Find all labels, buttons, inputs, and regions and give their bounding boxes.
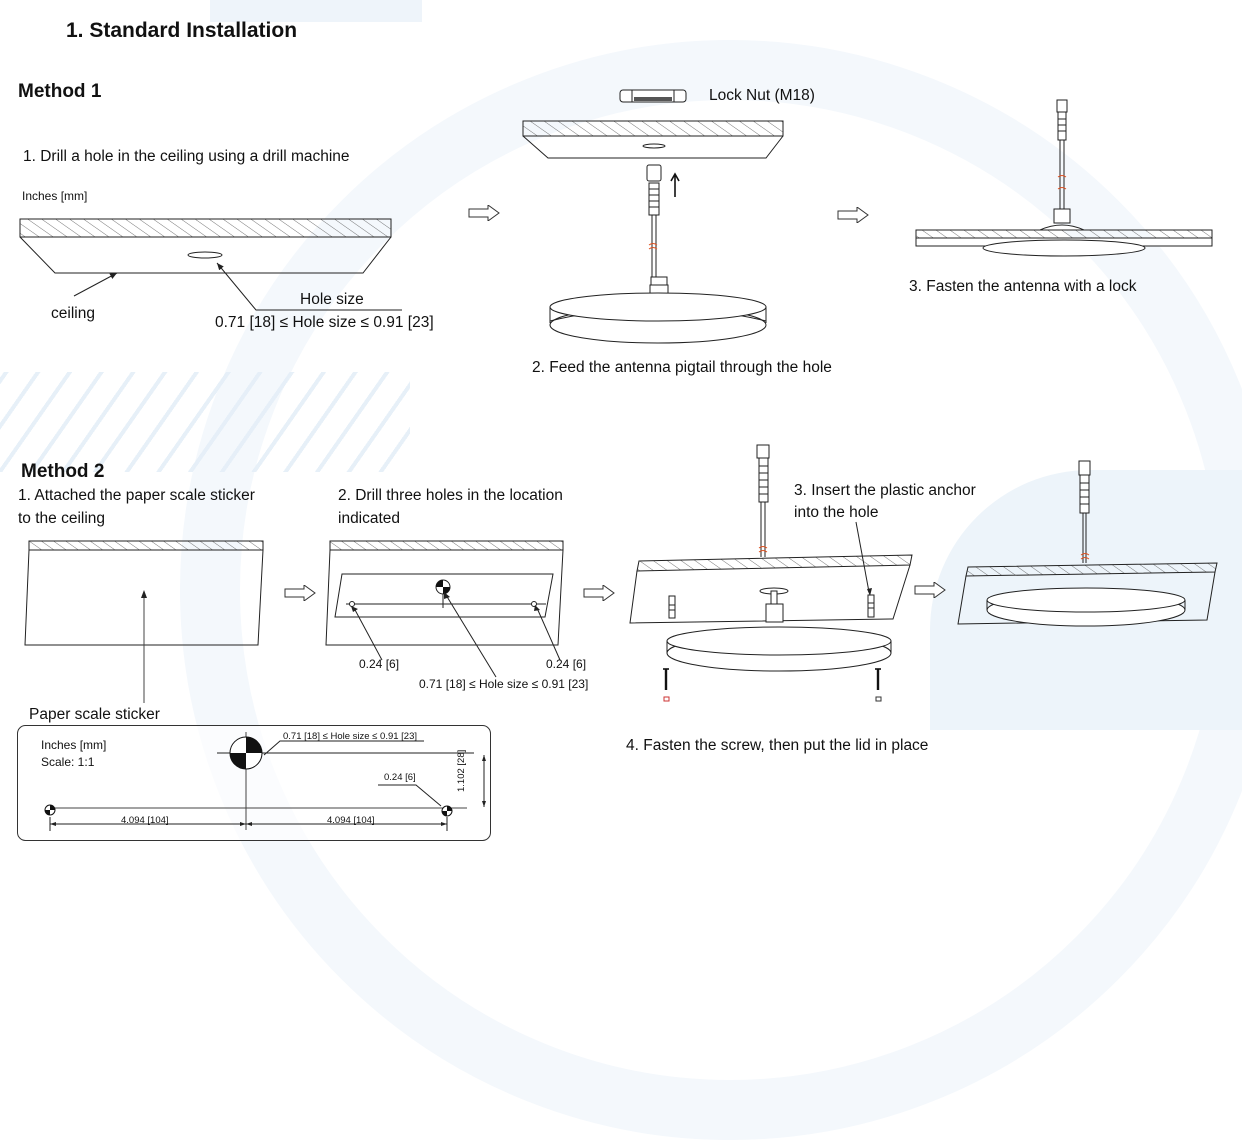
sticker-left-spacing: 4.094 [104]	[121, 815, 169, 826]
method2-step3-line1: 3. Insert the plastic anchor	[794, 482, 976, 499]
right-hole-size: 0.24 [6]	[546, 657, 587, 671]
push-up-arrow-icon	[671, 174, 679, 197]
left-hole-size: 0.24 [6]	[359, 657, 400, 671]
ceiling-hatch	[20, 219, 391, 237]
plastic-anchor-icon	[669, 596, 675, 618]
method2-step1-line2: to the ceiling	[18, 510, 106, 527]
antenna-disc	[550, 293, 766, 321]
left-hole-target-icon	[45, 805, 55, 815]
background-band-top	[210, 0, 422, 22]
lock-nut-icon	[620, 90, 686, 102]
insert-anchor-diagram	[620, 440, 920, 710]
left-hole-marker-icon	[350, 602, 355, 607]
cable-break-icon	[649, 244, 657, 250]
plastic-anchor-icon	[868, 595, 874, 617]
method2-step1-line1: 1. Attached the paper scale sticker	[18, 487, 255, 504]
method1-step2-text: 2. Feed the antenna pigtail through the …	[532, 359, 832, 376]
method1-step1-text: 1. Drill a hole in the ceiling using a d…	[23, 148, 350, 165]
center-hole-marker-icon	[436, 580, 450, 594]
page-title: 1. Standard Installation	[66, 19, 298, 42]
flow-arrow-icon	[837, 207, 869, 223]
center-hole-size: 0.71 [18] ≤ Hole size ≤ 0.91 [23]	[419, 677, 589, 691]
antenna-connector-icon	[647, 165, 661, 277]
screw-icon	[875, 669, 881, 701]
sticker-side-hole-size: 0.24 [6]	[384, 772, 416, 783]
method2-step4-text: 4. Fasten the screw, then put the lid in…	[626, 737, 929, 754]
right-hole-target-icon	[442, 806, 452, 816]
sticker-right-spacing: 4.094 [104]	[327, 815, 375, 826]
background-stripes	[0, 372, 410, 472]
method2-step2-line2: indicated	[338, 510, 401, 527]
hole-leader	[217, 263, 402, 310]
hole-size-range: 0.71 [18] ≤ Hole size ≤ 0.91 [23]	[215, 314, 434, 331]
sticker-vertical-offset: 1.102 [28]	[456, 749, 467, 792]
drill-holes-diagram	[320, 535, 580, 665]
sticker-label: Paper scale sticker	[29, 706, 160, 723]
method2-step2-line1: 2. Drill three holes in the location	[338, 487, 563, 504]
drilled-hole	[188, 252, 222, 258]
method2-step3-line2: into the hole	[794, 504, 879, 521]
center-hole-target-icon	[230, 737, 262, 769]
cable-break-icon	[759, 547, 767, 553]
cable-break-icon	[1058, 176, 1066, 190]
flow-arrow-icon	[284, 585, 316, 601]
sticker-units: Inches [mm]	[41, 738, 107, 752]
feed-pigtail-diagram	[520, 85, 790, 345]
sticker-scale: Scale: 1:1	[41, 755, 95, 769]
ceiling-label: ceiling	[51, 305, 95, 322]
method1-units-label: Inches [mm]	[22, 189, 88, 203]
cable-break-icon	[1081, 554, 1089, 560]
fastened-antenna-diagram	[910, 95, 1220, 265]
screw-icon	[663, 669, 669, 701]
paper-scale-sticker	[17, 725, 492, 843]
sticker-center-hole-size: 0.71 [18] ≤ Hole size ≤ 0.91 [23]	[283, 731, 418, 742]
flow-arrow-icon	[468, 205, 500, 221]
ceiling-drill-diagram	[0, 200, 470, 340]
method1-step3-text: 3. Fasten the antenna with a lock	[909, 278, 1137, 295]
sticker-on-ceiling-diagram	[20, 535, 270, 715]
lid-in-place-diagram	[955, 455, 1225, 630]
ceiling-slab	[20, 237, 391, 273]
flow-arrow-icon	[914, 582, 946, 598]
lock-nut-label: Lock Nut (M18)	[709, 87, 815, 104]
method2-heading: Method 2	[21, 461, 105, 482]
method1-heading: Method 1	[18, 81, 102, 102]
hole-size-label: Hole size	[300, 291, 364, 308]
flow-arrow-icon	[583, 585, 615, 601]
ceiling-leader	[74, 273, 117, 296]
